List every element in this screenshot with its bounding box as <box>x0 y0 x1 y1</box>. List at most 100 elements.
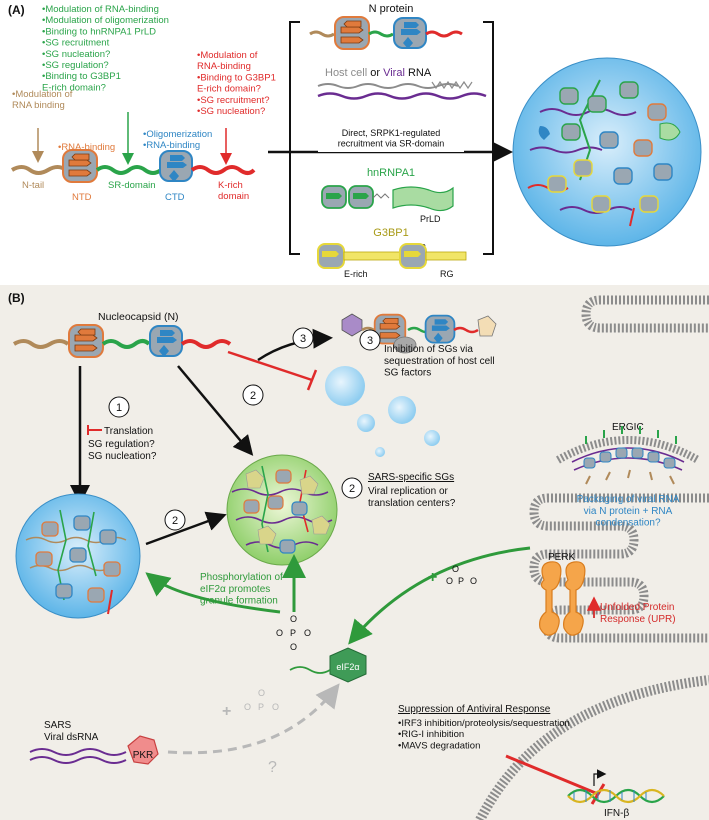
prld-label: PrLD <box>420 214 441 224</box>
dna-helix-icon <box>567 788 665 804</box>
n-ntail-strand <box>12 339 70 349</box>
step2-circle-top <box>242 384 264 406</box>
step2-horizontal-arrow <box>145 511 227 546</box>
components-bracket-left <box>289 21 300 255</box>
suppression-inhibit-line <box>505 754 599 796</box>
sars-specific-granule-icon <box>226 454 338 566</box>
rna-suffix: RNA <box>405 67 432 79</box>
n-protein-component <box>309 16 463 50</box>
g3bp1-component <box>317 243 467 269</box>
stress-granule-icon <box>512 57 702 247</box>
perk-to-eif2a-arrow <box>348 546 531 645</box>
phosphate-icon-pkr: O P O O <box>244 688 279 712</box>
hnrnpa1-component <box>321 185 454 212</box>
step1-number: 1 <box>116 402 122 414</box>
inhibition-bar <box>306 369 318 391</box>
rna-or: or <box>367 67 383 79</box>
ctd-label: CTD <box>165 192 185 203</box>
host-rna-tail <box>431 80 473 90</box>
step2-diagonal-arrow <box>177 365 254 456</box>
step2-number-mid: 2 <box>172 515 178 527</box>
ntd-domain-icon <box>62 149 98 183</box>
n-ctd-icon <box>149 325 183 358</box>
svg-text:P: P <box>290 628 296 638</box>
ctd-function-notes: •Oligomerization•RNA-binding <box>143 129 212 151</box>
sars-sgs-title: SARS-specific SGs <box>368 472 454 483</box>
plus-sign-pkr: + <box>222 703 231 720</box>
svg-text:O: O <box>304 628 311 638</box>
ergic-vesicle-icon <box>556 426 700 485</box>
g3bp1-title: G3BP1 <box>373 227 408 239</box>
step2-circle-right <box>341 477 363 499</box>
step3-arrow <box>257 328 333 362</box>
plus-sign-perk: + <box>428 569 437 586</box>
rna-types-title: Host cell or Viral RNA <box>325 67 432 79</box>
rg-label: RG <box>440 269 454 279</box>
svg-text:O: O <box>272 702 279 712</box>
step3-circle-b <box>359 329 381 351</box>
er-membrane-icon <box>529 295 709 643</box>
perk-label: PERK <box>548 552 576 563</box>
dsrna-strand-1 <box>29 748 127 756</box>
panel-a-label: (A) <box>8 3 25 17</box>
perk-receptor-icon <box>539 561 586 636</box>
svg-text:O: O <box>258 688 265 698</box>
phosphate-icon-perk: O P O O <box>446 564 477 586</box>
viral-rna-strand <box>317 92 487 100</box>
arrow-label-bg <box>318 126 464 152</box>
step3-number-b: 3 <box>367 335 373 347</box>
components-bracket-right <box>483 21 494 255</box>
step1-circle <box>108 396 130 418</box>
eif2a-icon <box>289 647 367 683</box>
sr-domain-function-notes: •Modulation of RNA-binding•Modulation of… <box>42 4 169 93</box>
hnrnpa1-title: hnRNPA1 <box>367 167 415 179</box>
blue-granule-icon <box>15 493 141 619</box>
n-krich-strand <box>180 339 232 349</box>
sg-regulation-label: SG regulation?SG nucleation? <box>88 439 157 462</box>
phosphate-icon-eif2a: O P O O O <box>276 614 311 652</box>
translation-label: Translation <box>104 426 153 437</box>
sr-strand <box>95 165 163 175</box>
ntail-strand <box>10 165 68 175</box>
svg-text:P: P <box>258 702 264 712</box>
svg-text:O: O <box>290 642 297 652</box>
inhibition-line <box>227 350 313 382</box>
pkr-label: PKR <box>133 750 154 761</box>
eif2a-to-blue-granule-arrow <box>145 572 281 614</box>
erich-label: E-rich <box>344 269 368 279</box>
dispersed-granules-icon <box>325 366 440 457</box>
n-protein-title: N protein <box>369 3 414 15</box>
step2-number-top: 2 <box>250 390 256 402</box>
ifn-label: IFN-β <box>604 808 629 819</box>
step2-number-right: 2 <box>349 483 355 495</box>
ergic-label: ERGIC <box>612 422 644 433</box>
ntail-label: N-tail <box>22 180 44 191</box>
pkr-icon <box>127 735 159 765</box>
transcription-start-arrow <box>593 769 607 786</box>
step3-circle <box>292 327 314 349</box>
step3-number: 3 <box>300 333 306 345</box>
svg-text:O: O <box>276 628 283 638</box>
svg-text:P: P <box>458 576 464 586</box>
n-sr-strand <box>101 339 151 349</box>
sr-domain-label: SR-domain <box>108 180 156 191</box>
pkr-question: ? <box>268 759 277 776</box>
svg-text:O: O <box>452 564 459 574</box>
suppression-items: •IRF3 inhibition/proteolysis/sequestrati… <box>398 718 570 751</box>
nucleocapsid-label: Nucleocapsid (N) <box>98 311 179 323</box>
ntd-label: NTD <box>72 192 92 203</box>
viral-rna-label: Viral <box>383 67 405 79</box>
svg-text:O: O <box>244 702 251 712</box>
step2-circle-mid <box>164 509 186 531</box>
